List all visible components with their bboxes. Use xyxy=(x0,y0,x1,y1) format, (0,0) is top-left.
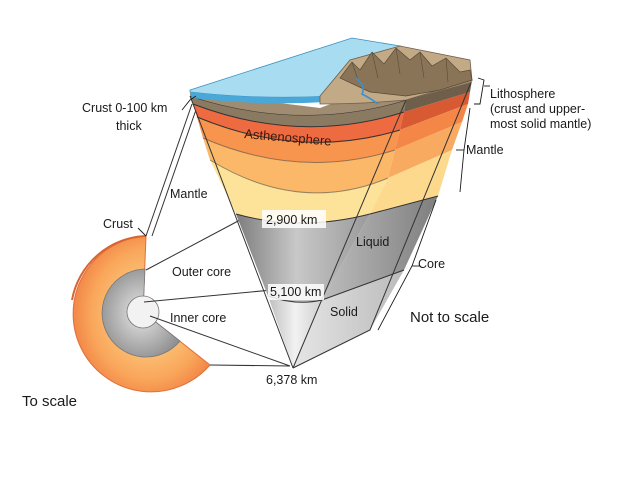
label-inner-core: Inner core xyxy=(170,311,226,325)
side-inner-core xyxy=(293,270,404,368)
label-depth-5100: 5,100 km xyxy=(270,285,321,299)
label-crust-thickness-line2: thick xyxy=(116,119,142,133)
label-lithosphere-line2: (crust and upper- xyxy=(490,102,585,116)
outer-core-band xyxy=(236,214,370,303)
label-crust-thickness-line1: Crust 0-100 km xyxy=(82,101,167,115)
side-upper-mantle xyxy=(395,104,468,150)
asthenosphere-band xyxy=(193,104,404,143)
label-mantle-left: Mantle xyxy=(170,187,208,201)
inner-core-band xyxy=(268,296,322,368)
upper-mantle-band xyxy=(197,117,400,163)
label-outer-core: Outer core xyxy=(172,265,231,279)
earth-wedge-side xyxy=(292,79,473,369)
side-outer-core xyxy=(322,196,438,300)
label-core: Core xyxy=(418,257,445,271)
scale-connector-lines xyxy=(143,103,291,367)
earth-wedge-front xyxy=(189,95,407,369)
label-lithosphere-line1: Lithosphere xyxy=(490,87,555,101)
side-lithosphere xyxy=(404,80,472,112)
ocean-depth xyxy=(190,92,330,104)
side-asthenosphere xyxy=(400,92,470,130)
label-depth-6378: 6,378 km xyxy=(266,373,317,387)
to-scale-crust-edge xyxy=(71,235,147,301)
mid-mantle-band xyxy=(203,138,395,193)
leader-lines xyxy=(137,77,490,331)
to-scale-inner-core xyxy=(126,295,160,329)
label-to-scale: To scale xyxy=(22,393,77,410)
label-lithosphere-line3: most solid mantle) xyxy=(490,117,591,131)
label-solid: Solid xyxy=(330,305,358,319)
mountain-range xyxy=(339,47,473,97)
surface-crust-edge xyxy=(190,76,472,116)
depth-5100-backdrop xyxy=(268,284,324,300)
label-crust: Crust xyxy=(103,217,133,231)
surface-top xyxy=(189,37,473,116)
label-not-to-scale: Not to scale xyxy=(410,309,489,326)
river xyxy=(355,77,379,105)
lower-mantle-band xyxy=(210,160,388,223)
labels: Crust 0-100 km thick Asthenosphere Litho… xyxy=(22,87,591,410)
depth-2900-backdrop xyxy=(262,210,326,228)
label-depth-2900: 2,900 km xyxy=(266,213,317,227)
label-liquid: Liquid xyxy=(356,235,389,249)
label-mantle-right: Mantle xyxy=(466,143,504,157)
to-scale-earth xyxy=(71,235,211,393)
side-mid-mantle xyxy=(388,122,462,178)
side-lower-mantle xyxy=(370,150,452,214)
